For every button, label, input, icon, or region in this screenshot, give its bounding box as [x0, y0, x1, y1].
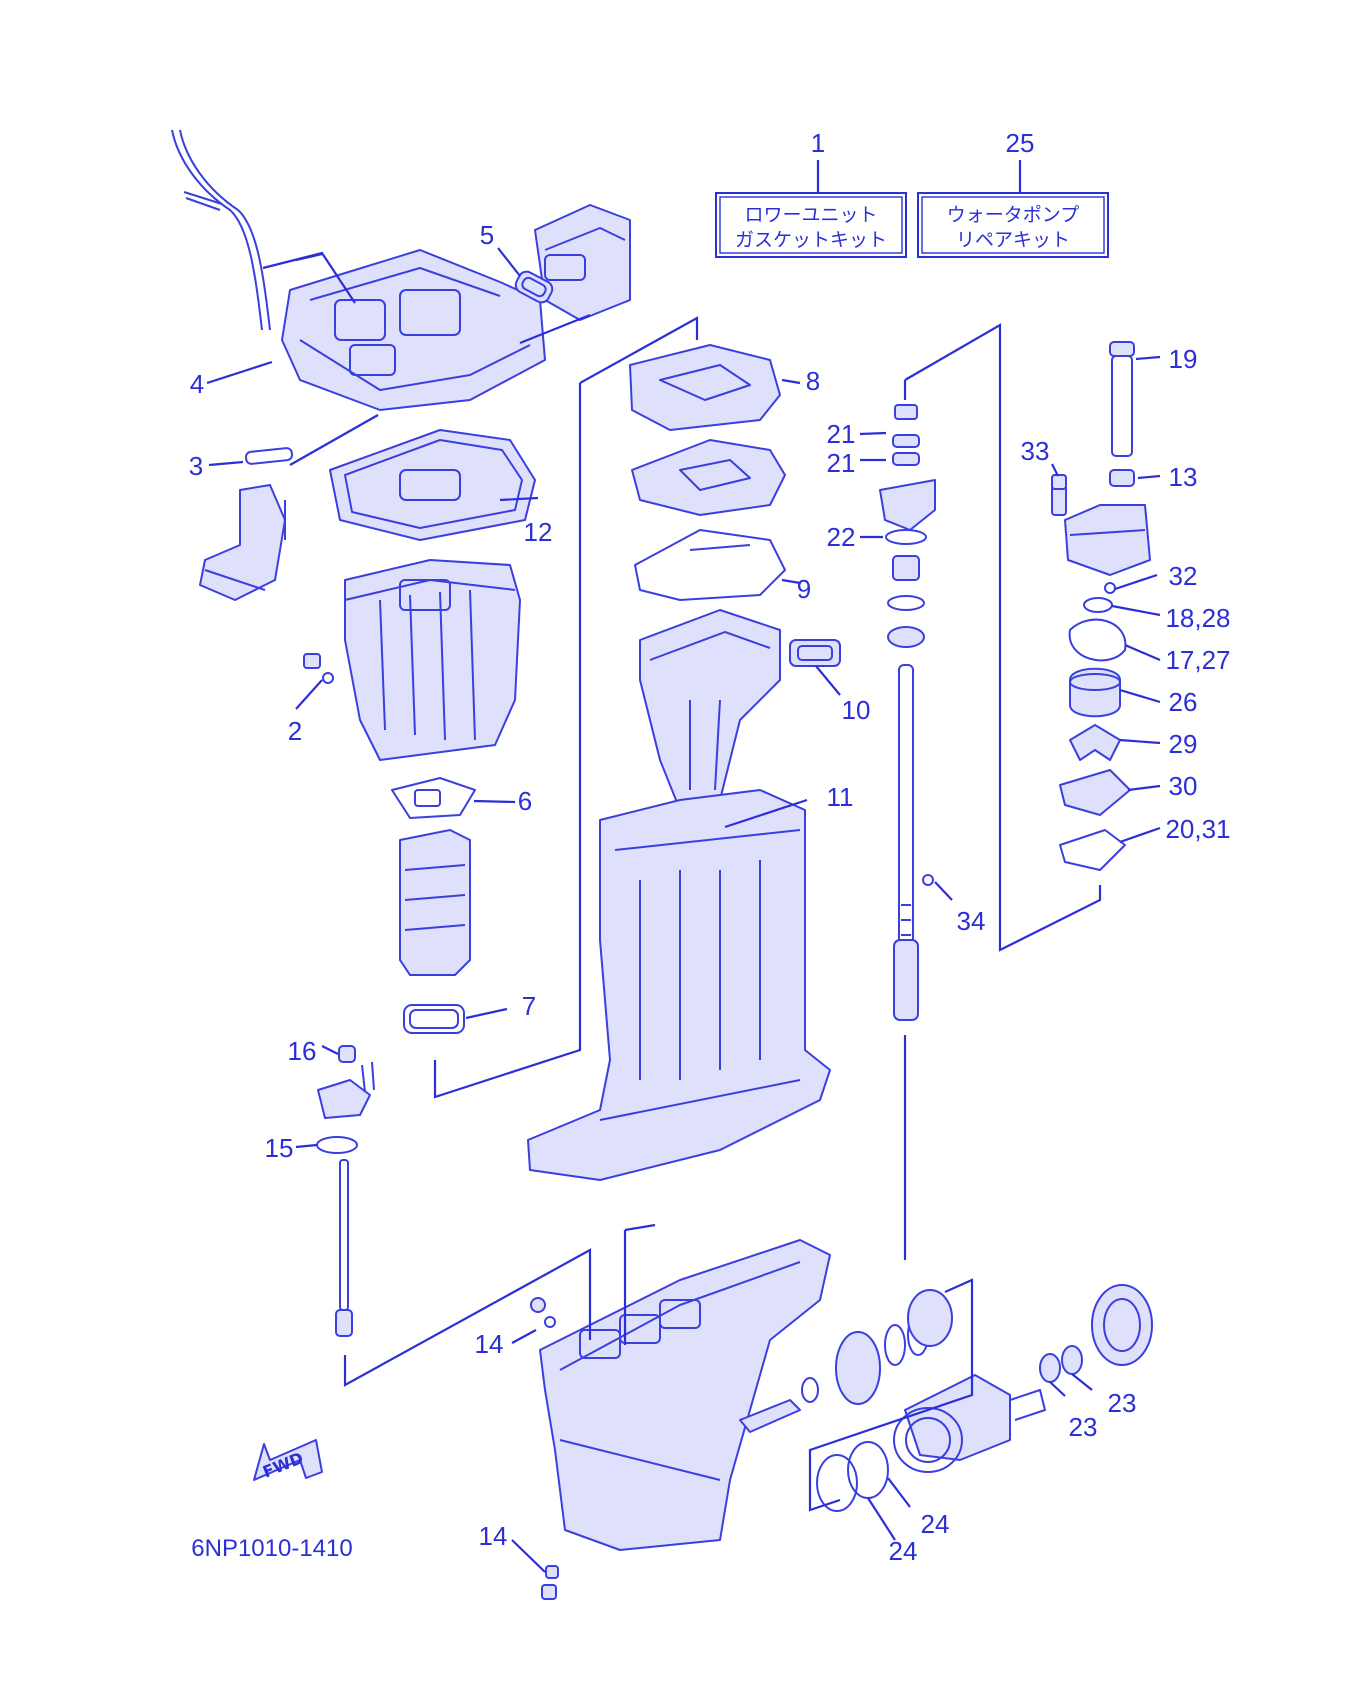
- plate-gasket: [631, 439, 786, 516]
- muffler: [399, 829, 471, 976]
- callout-2: 2: [288, 716, 302, 746]
- callout-32: 32: [1169, 561, 1198, 591]
- callout-24-right: 24: [921, 1509, 950, 1539]
- kit-number-1: 1: [811, 128, 825, 158]
- exhaust-guide: [281, 204, 631, 411]
- gasket-6: [391, 777, 476, 819]
- callout-21-top: 21: [827, 419, 856, 449]
- bolt-33: [1051, 474, 1067, 490]
- bearing-housing: [1091, 1284, 1153, 1366]
- kit-1-line2: ガスケットキット: [735, 229, 887, 251]
- callout-30: 30: [1169, 771, 1198, 801]
- callout-5: 5: [480, 220, 494, 250]
- callout-34: 34: [957, 906, 986, 936]
- callout-labels: 4 3 5 12 2 6 7 8 9 10 11 21 21 22 34 19 …: [189, 220, 1231, 1566]
- kit-25-line2: リペアキット: [956, 229, 1070, 251]
- callout-16: 16: [288, 1036, 317, 1066]
- callout-4: 4: [190, 369, 204, 399]
- drive-shaft-assembly: [879, 404, 936, 1021]
- propeller-shaft-housing: [893, 1374, 1046, 1473]
- callout-33: 33: [1021, 436, 1050, 466]
- callout-8: 8: [806, 366, 820, 396]
- kit-number-25: 25: [1006, 128, 1035, 158]
- callout-3: 3: [189, 451, 203, 481]
- gasket-3: [244, 447, 294, 465]
- gasket-10: [789, 639, 841, 667]
- callout-20-31: 20,31: [1165, 814, 1230, 844]
- fwd-arrow-icon: FWD: [253, 1439, 323, 1482]
- kit-box-lower-unit-gasket: 1 ロワーユニット ガスケットキット: [715, 128, 907, 258]
- oil-strainer: [199, 484, 286, 601]
- callout-10: 10: [842, 695, 871, 725]
- gasket-12: [329, 429, 536, 541]
- leader-lines: [206, 247, 1161, 1573]
- callout-24-bottom: 24: [889, 1536, 918, 1566]
- callout-21-bottom: 21: [827, 448, 856, 478]
- gear-train: [739, 1289, 953, 1433]
- drain-plug-2: [303, 653, 334, 684]
- oil-pan: [344, 559, 521, 761]
- callout-23-left: 23: [1069, 1412, 1098, 1442]
- diagram-code: 6NP1010-1410: [191, 1535, 352, 1562]
- gasket-9: [634, 529, 786, 601]
- plug-14-top: [530, 1297, 556, 1328]
- gasket-5: [514, 270, 554, 304]
- callout-11: 11: [827, 782, 854, 812]
- callout-22: 22: [827, 522, 856, 552]
- callout-19: 19: [1169, 344, 1198, 374]
- kit-box-water-pump-repair: 25 ウォータポンプ リペアキット: [917, 128, 1109, 258]
- callout-15: 15: [265, 1133, 294, 1163]
- o-rings-24: [816, 1441, 889, 1512]
- bracket-lines: [262, 251, 1102, 1512]
- shift-rod-assembly: [316, 1045, 375, 1337]
- callout-14-bottom: 14: [479, 1521, 508, 1551]
- callout-29: 29: [1169, 729, 1198, 759]
- callout-18-28: 18,28: [1165, 603, 1230, 633]
- callout-7: 7: [522, 991, 536, 1021]
- kit-1-line1: ロワーユニット: [744, 204, 877, 226]
- callout-14-top: 14: [475, 1329, 504, 1359]
- upper-casing: [639, 609, 781, 811]
- gasket-8: [629, 344, 781, 431]
- kit-25-line1: ウォータポンプ: [947, 204, 1079, 226]
- callout-17-27: 17,27: [1165, 645, 1230, 675]
- callout-12: 12: [524, 517, 553, 547]
- clip-34: [922, 874, 934, 886]
- callout-26: 26: [1169, 687, 1198, 717]
- plug-14-bottom: [541, 1565, 559, 1600]
- lower-casing: [539, 1239, 831, 1551]
- callout-23-right: 23: [1108, 1388, 1137, 1418]
- dipstick-tube: [171, 129, 271, 331]
- callout-13: 13: [1169, 462, 1198, 492]
- callout-9: 9: [797, 574, 811, 604]
- water-pump-parts: [1051, 341, 1151, 871]
- drive-shaft-housing: [527, 789, 831, 1181]
- callout-6: 6: [518, 786, 532, 816]
- gasket-7: [403, 1004, 465, 1034]
